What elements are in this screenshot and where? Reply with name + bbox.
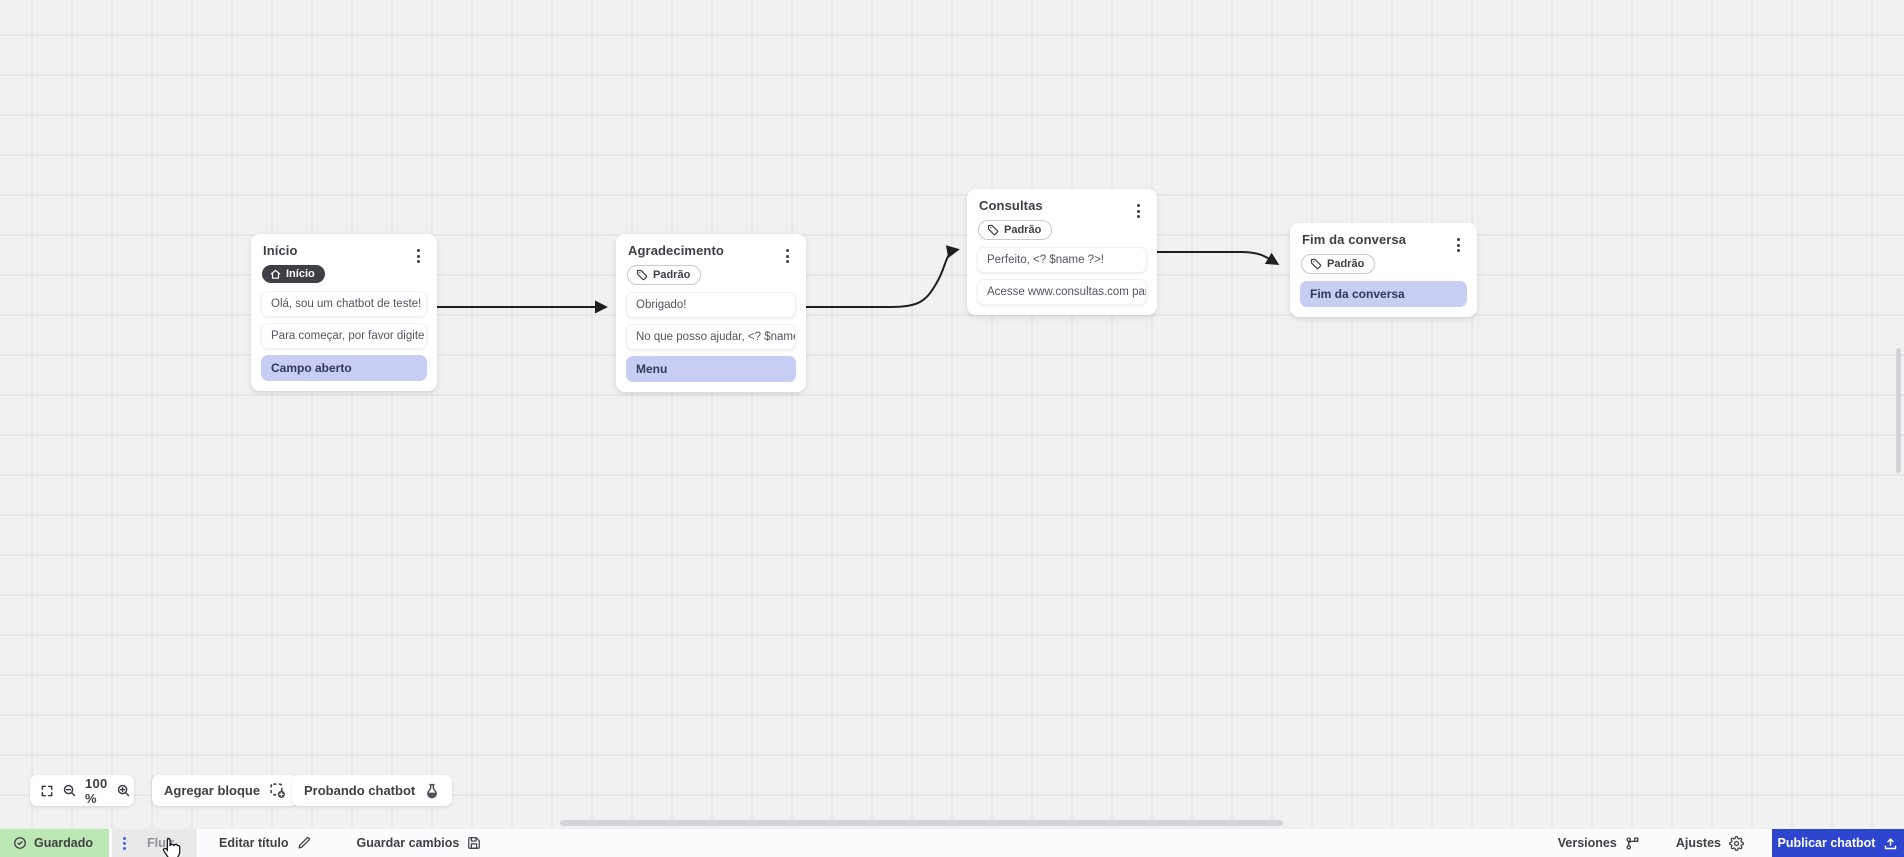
- node-menu-icon[interactable]: [415, 247, 422, 265]
- node-title: Consultas: [979, 198, 1043, 213]
- node-badge-padrao: Padrão: [627, 265, 702, 285]
- saved-status-label: Guardado: [34, 836, 94, 850]
- zoom-toolbar: 100 %: [30, 775, 134, 806]
- publish-chatbot-label: Publicar chatbot: [1777, 836, 1876, 850]
- tag-icon: [1310, 258, 1322, 270]
- fullscreen-icon[interactable]: [40, 784, 54, 798]
- action-card[interactable]: Menu: [626, 356, 796, 382]
- message-card[interactable]: Perfeito, <? $name ?>!: [977, 247, 1147, 273]
- node-badge-label: Início: [286, 268, 315, 280]
- save-changes-label: Guardar cambios: [356, 836, 460, 850]
- upload-icon: [1883, 836, 1898, 851]
- edit-title-button[interactable]: Editar título: [219, 829, 310, 857]
- message-card[interactable]: Para começar, por favor digite o ...: [261, 322, 427, 349]
- pencil-icon: [297, 836, 311, 850]
- tab-fluir-label: Fluir: [147, 836, 175, 850]
- horizontal-scrollbar[interactable]: [560, 820, 1283, 826]
- saved-status-badge: Guardado: [0, 829, 110, 857]
- node-fim-da-conversa[interactable]: Fim da conversa Padrão Fim da conversa: [1290, 223, 1477, 317]
- node-title: Fim da conversa: [1302, 232, 1407, 247]
- branch-icon: [1625, 836, 1640, 851]
- zoom-in-icon[interactable]: [116, 783, 131, 798]
- save-icon: [467, 836, 481, 850]
- tab-fluir[interactable]: Fluir: [112, 829, 198, 857]
- settings-label: Ajustes: [1675, 836, 1721, 850]
- tag-icon: [987, 224, 999, 236]
- versions-label: Versiones: [1557, 836, 1617, 850]
- node-badge-label: Padrão: [1327, 258, 1365, 270]
- flask-icon: [424, 783, 440, 799]
- node-consultas[interactable]: Consultas Padrão Perfeito, <? $name ?>! …: [967, 189, 1157, 315]
- settings-button[interactable]: Ajustes: [1676, 829, 1744, 857]
- node-inicio[interactable]: Início Início Olá, sou um chatbot de tes…: [251, 234, 437, 391]
- node-agradecimento[interactable]: Agradecimento Padrão Obrigado! No que po…: [616, 234, 806, 392]
- message-card[interactable]: Obrigado!: [626, 292, 796, 318]
- check-circle-icon: [13, 836, 27, 850]
- action-card[interactable]: Campo aberto: [261, 354, 427, 381]
- node-badge-label: Padrão: [653, 269, 691, 281]
- action-card[interactable]: Fim da conversa: [1300, 281, 1467, 307]
- footer-spacer: [481, 829, 1557, 857]
- node-badge-padrao: Padrão: [978, 220, 1053, 240]
- node-title: Início: [263, 243, 298, 258]
- footer-bar: Guardado Fluir Editar título Guardar cam…: [0, 828, 1904, 857]
- tab-menu-icon[interactable]: [123, 837, 127, 850]
- gear-icon: [1729, 835, 1744, 851]
- save-changes-button[interactable]: Guardar cambios: [357, 829, 482, 857]
- node-title: Agradecimento: [628, 243, 724, 258]
- edit-title-label: Editar título: [219, 836, 289, 850]
- node-menu-icon[interactable]: [1135, 202, 1142, 220]
- message-card[interactable]: No que posso ajudar, <? $name ...: [626, 324, 796, 350]
- test-chatbot-button[interactable]: Probando chatbot: [292, 775, 453, 806]
- message-card[interactable]: Olá, sou um chatbot de teste!: [261, 290, 427, 317]
- add-block-icon: [269, 782, 286, 799]
- versions-button[interactable]: Versiones: [1558, 829, 1640, 857]
- node-badge-label: Padrão: [1004, 224, 1042, 236]
- zoom-level: 100 %: [85, 775, 108, 806]
- message-card[interactable]: Acesse www.consultas.com par...: [977, 279, 1147, 305]
- node-badge-padrao: Padrão: [1301, 254, 1376, 274]
- publish-chatbot-button[interactable]: Publicar chatbot: [1772, 829, 1904, 857]
- node-menu-icon[interactable]: [784, 247, 791, 265]
- vertical-scrollbar[interactable]: [1896, 348, 1901, 473]
- home-icon: [270, 269, 281, 280]
- node-menu-icon[interactable]: [1455, 236, 1462, 254]
- tag-icon: [636, 269, 648, 281]
- add-block-label: Agregar bloque: [164, 783, 261, 798]
- add-block-button[interactable]: Agregar bloque: [152, 775, 299, 806]
- test-chatbot-label: Probando chatbot: [304, 783, 416, 798]
- node-badge-inicio: Início: [262, 265, 325, 283]
- zoom-out-icon[interactable]: [62, 783, 77, 798]
